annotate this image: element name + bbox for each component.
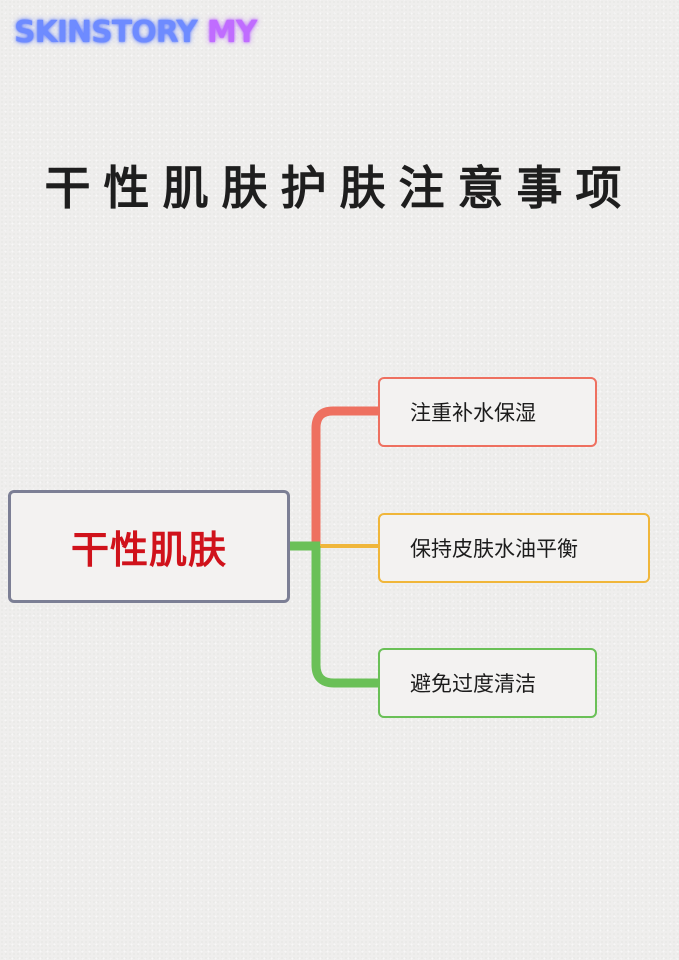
branch-label: 保持皮肤水油平衡 xyxy=(410,537,578,561)
mindmap-branch-moisturize: 注重补水保湿 xyxy=(378,377,597,447)
connector-branch-3 xyxy=(311,546,378,688)
branch-label: 注重补水保湿 xyxy=(410,401,536,425)
branch-label: 避免过度清洁 xyxy=(410,672,536,696)
mindmap-root-label: 干性肌肤 xyxy=(70,528,227,572)
connector-branch-1 xyxy=(311,406,378,546)
mindmap-branch-cleansing: 避免过度清洁 xyxy=(378,648,597,718)
mindmap-branch-balance: 保持皮肤水油平衡 xyxy=(378,513,650,583)
page-title: 干性肌肤护肤注意事项 xyxy=(44,161,635,215)
mindmap-root-node: 干性肌肤 xyxy=(8,490,290,603)
brand-logo: SKINSTORY MY xyxy=(14,12,258,52)
brand-name: SKINSTORY xyxy=(14,14,198,50)
brand-suffix: MY xyxy=(206,14,258,50)
